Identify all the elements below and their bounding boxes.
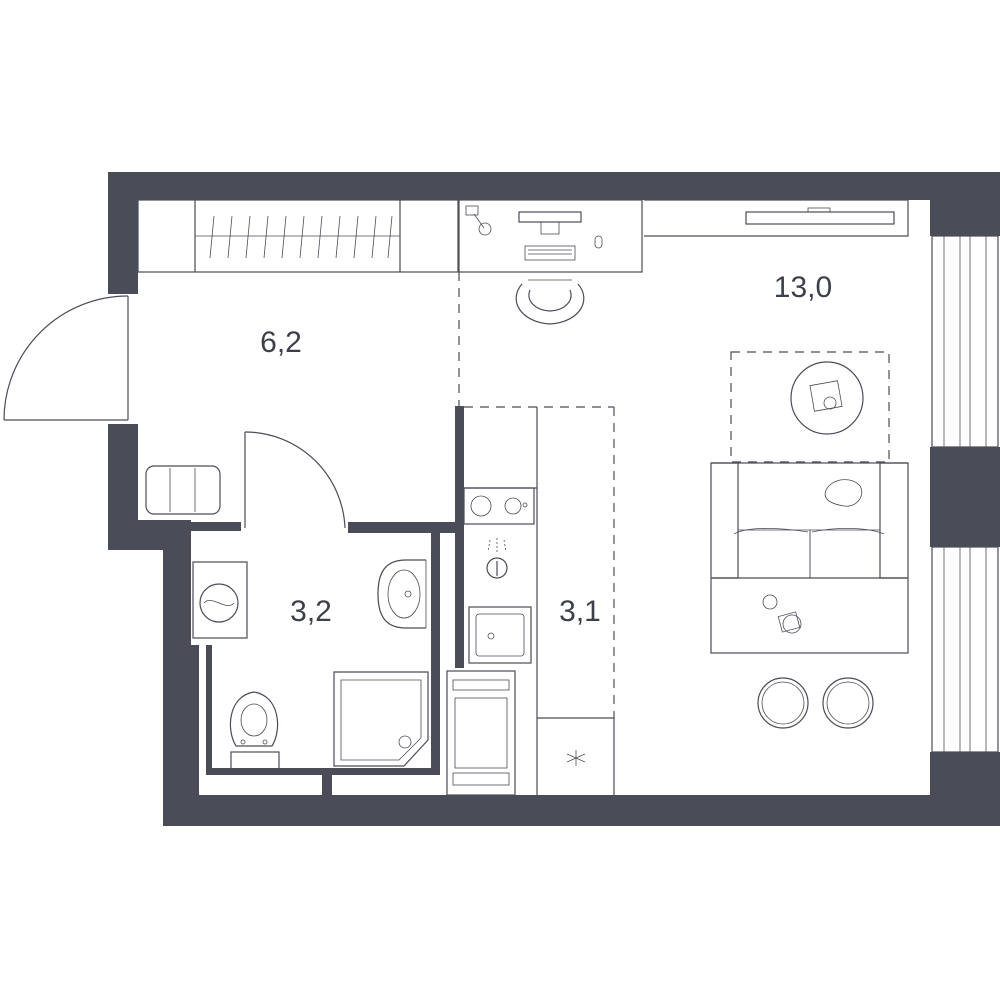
pouf-icon <box>757 677 874 729</box>
kitchen-faucet-icon <box>486 538 508 579</box>
area-label-bathroom: 3,2 <box>290 595 332 628</box>
area-label-kitchen: 3,1 <box>559 595 601 628</box>
zone-boundaries <box>458 272 615 718</box>
side-table-icon <box>762 594 802 634</box>
tv-icon <box>644 199 909 237</box>
shoe-bench-icon <box>145 465 221 515</box>
sink-icon <box>377 559 427 629</box>
room-hallway: 6,2 <box>260 326 302 359</box>
monitor-icon <box>518 211 582 235</box>
oven-icon <box>566 750 586 766</box>
windows <box>931 235 999 753</box>
keyboard-icon <box>524 245 576 261</box>
entry-door <box>3 295 129 421</box>
cooktop-icon <box>463 487 535 525</box>
shower-tray-icon <box>333 671 429 767</box>
area-label-hallway: 6,2 <box>260 326 302 359</box>
washing-machine-icon <box>192 561 248 639</box>
kitchen-sink-icon <box>468 606 532 664</box>
walls <box>108 172 1000 826</box>
wardrobe-icon <box>137 199 459 273</box>
desk-icon <box>458 199 643 273</box>
coffee-table-icon <box>790 361 864 435</box>
sofa-icon <box>710 462 909 654</box>
room-living: 13,0 <box>774 271 832 304</box>
mouse-icon <box>594 235 603 249</box>
rug-icon <box>730 351 890 463</box>
office-chair-icon <box>515 279 585 325</box>
fridge-icon <box>446 670 516 796</box>
desk-lamp-icon <box>465 205 492 236</box>
area-label-living: 13,0 <box>774 271 832 304</box>
toilet-icon <box>229 691 280 771</box>
bathroom-door <box>244 431 346 529</box>
room-kitchen: 3,1 <box>559 595 601 628</box>
room-bathroom: 3,2 <box>290 595 332 628</box>
